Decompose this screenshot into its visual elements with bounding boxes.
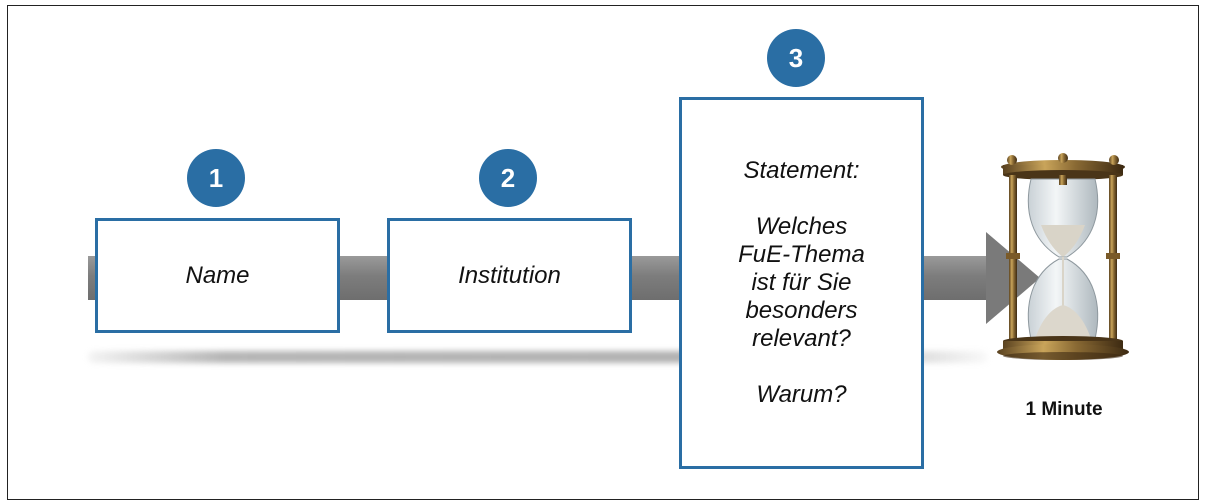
hourglass-icon: [997, 153, 1129, 360]
slide-frame: 1 Name 2 Institution 3 Statement: Welche…: [7, 5, 1199, 500]
step-3-number: 3: [788, 42, 804, 73]
statement-line: besonders: [745, 297, 858, 324]
step-1-number: 1: [208, 162, 224, 193]
step-2-number: 2: [500, 162, 516, 193]
statement-line: ist für Sie: [751, 269, 852, 296]
institution-label: Institution: [458, 261, 561, 289]
statement-heading: Statement:: [743, 157, 860, 184]
statement-line: relevant?: [752, 325, 851, 352]
name-label: Name: [185, 261, 250, 289]
timer-label: 1 Minute: [1025, 399, 1103, 420]
statement-box: Statement: Welches FuE-Thema ist für Sie…: [679, 97, 924, 469]
institution-box: Institution: [387, 218, 632, 333]
name-box: Name: [95, 218, 340, 333]
step-2-badge: 2: [479, 149, 537, 207]
statement-line: Welches: [755, 213, 848, 240]
statement-spacer: [798, 353, 805, 381]
statement-spacer: [798, 185, 805, 213]
step-1-badge: 1: [187, 149, 245, 207]
statement-text: Statement: Welches FuE-Thema ist für Sie…: [738, 157, 865, 409]
statement-line: FuE-Thema: [738, 241, 865, 268]
step-3-badge: 3: [767, 29, 825, 87]
statement-question: Warum?: [756, 381, 847, 408]
